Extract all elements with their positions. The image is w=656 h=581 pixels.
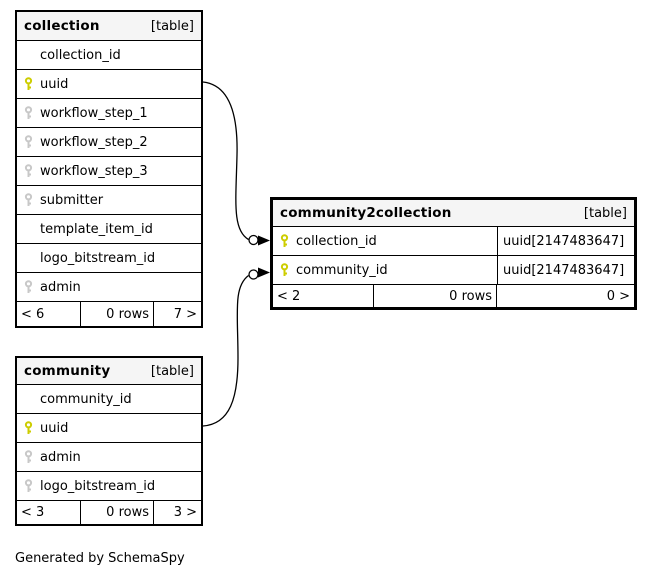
children-count: < 2 — [273, 285, 374, 307]
column-row: collection_id — [17, 41, 201, 70]
column-row: admin — [17, 273, 201, 302]
column-row: uuid — [17, 414, 201, 443]
table-stats-footer: < 6 0 rows 7 > — [17, 302, 201, 326]
parents-count: 7 > — [173, 306, 197, 322]
foreign-key-icon — [23, 106, 40, 120]
zero-cardinality-icon — [248, 269, 259, 280]
table-type-label: [table] — [150, 18, 194, 34]
relationship-collection-to-community2collection — [202, 81, 270, 246]
primary-key-icon — [23, 77, 40, 91]
row-count: 0 rows — [81, 302, 154, 326]
generator-credit: Generated by SchemaSpy — [15, 551, 185, 566]
table-type-label: [table] — [150, 363, 194, 379]
column-row: workflow_step_1 — [17, 99, 201, 128]
primary-key-icon — [23, 421, 40, 435]
foreign-key-icon — [23, 479, 40, 493]
arrowhead-icon — [258, 267, 270, 278]
column-row: logo_bitstream_id — [17, 244, 201, 273]
table-community: community [table] community_id uuid admi… — [15, 356, 203, 526]
relationship-community-to-community2collection — [202, 267, 270, 427]
row-count: 0 rows — [81, 501, 154, 524]
column-type: uuid[2147483647] — [497, 227, 634, 255]
table-stats-footer: < 2 0 rows 0 > — [273, 285, 634, 307]
table-header-community2collection[interactable]: community2collection [table] — [273, 200, 634, 227]
table-title: community — [24, 363, 111, 379]
table-header-community[interactable]: community [table] — [17, 358, 201, 385]
row-count: 0 rows — [374, 285, 497, 307]
column-row: submitter — [17, 186, 201, 215]
column-row: community_id uuid[2147483647] — [273, 256, 634, 285]
table-collection: collection [table] collection_id uuid wo… — [15, 10, 203, 328]
table-header-collection[interactable]: collection [table] — [17, 12, 201, 41]
column-row: community_id — [17, 385, 201, 414]
column-row: workflow_step_2 — [17, 128, 201, 157]
parents-count: 3 > — [173, 505, 197, 520]
children-count: < 6 — [17, 302, 81, 326]
arrowhead-icon — [258, 235, 270, 246]
table-community2collection: community2collection [table] collection_… — [270, 197, 637, 310]
table-stats-footer: < 3 0 rows 3 > — [17, 501, 201, 524]
column-row: collection_id uuid[2147483647] — [273, 227, 634, 256]
foreign-key-icon — [23, 135, 40, 149]
children-count: < 3 — [17, 501, 81, 524]
column-row: logo_bitstream_id — [17, 472, 201, 501]
foreign-key-icon — [23, 450, 40, 464]
table-title: collection — [24, 18, 100, 34]
foreign-key-icon — [23, 164, 40, 178]
table-title: community2collection — [280, 205, 452, 221]
foreign-key-icon — [23, 193, 40, 207]
primary-key-icon — [279, 263, 296, 277]
table-type-label: [table] — [583, 205, 627, 221]
column-row: admin — [17, 443, 201, 472]
foreign-key-icon — [23, 280, 40, 294]
column-row: workflow_step_3 — [17, 157, 201, 186]
primary-key-icon — [279, 234, 296, 248]
column-row: template_item_id — [17, 215, 201, 244]
zero-cardinality-icon — [248, 234, 259, 246]
column-row: uuid — [17, 70, 201, 99]
column-type: uuid[2147483647] — [497, 256, 634, 284]
parents-count: 0 > — [606, 288, 630, 304]
